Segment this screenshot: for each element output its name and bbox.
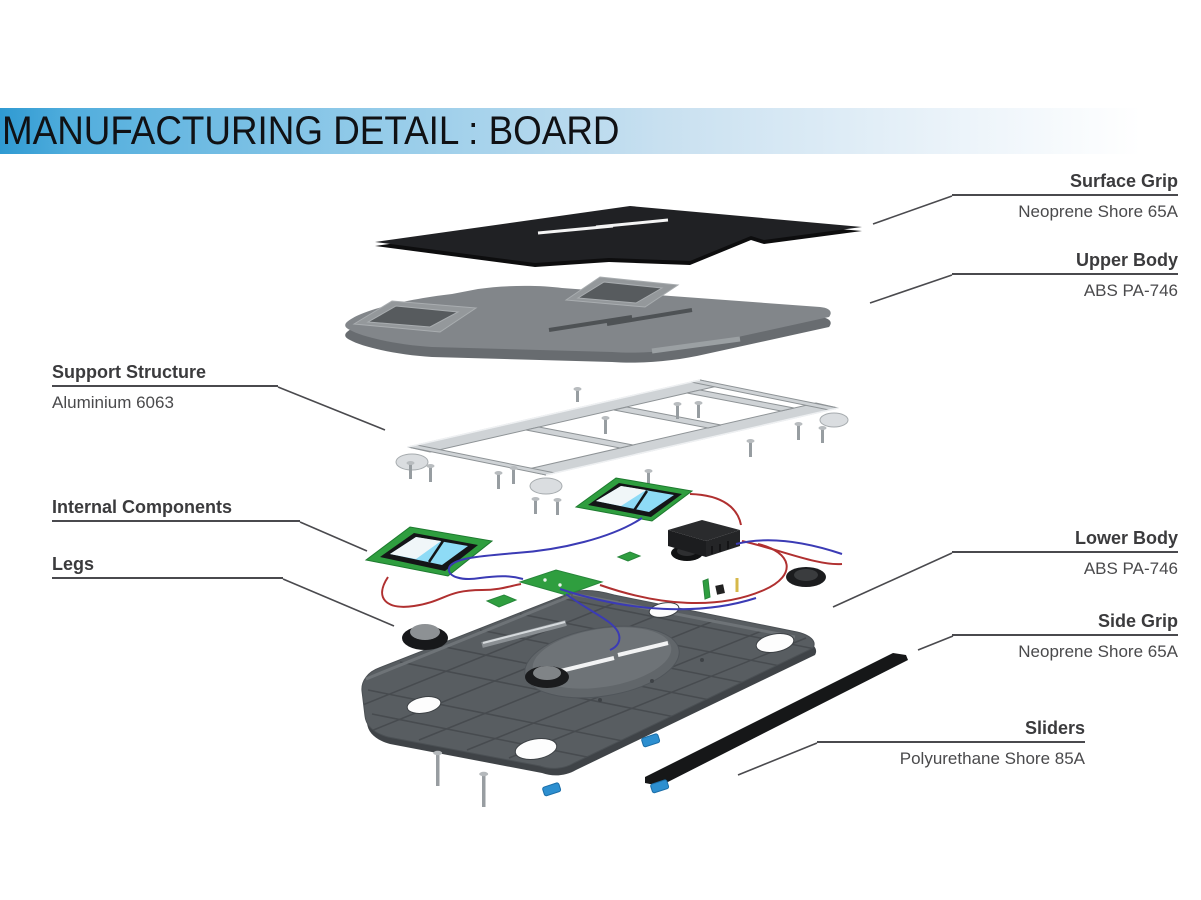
lcd-module: [364, 526, 494, 577]
upper-body-part: [345, 276, 831, 363]
frame-screws: [406, 387, 827, 515]
upper-body-groove: [651, 336, 741, 354]
legs-part: [402, 567, 826, 688]
speaker-box: [668, 520, 740, 561]
callout-label-legs: Legs: [52, 553, 283, 579]
callout-internal-components: Internal Components: [52, 496, 300, 527]
leader-lines: [277, 195, 954, 776]
leader-upper-body: [869, 274, 953, 304]
callout-label-surface-grip: Surface Grip: [952, 170, 1178, 196]
callout-label-side-grip: Side Grip: [952, 610, 1178, 636]
leader-legs: [282, 578, 395, 627]
leader-lower-body: [832, 552, 953, 608]
leader-side-grip: [917, 635, 954, 651]
callout-label-sliders: Sliders: [817, 717, 1085, 743]
callout-support-structure: Support Structure Aluminium 6063: [52, 361, 278, 414]
leader-surface-grip: [872, 195, 953, 225]
upper-body-scoop: [352, 276, 680, 333]
leader-sliders: [737, 742, 818, 776]
callout-sliders: Sliders Polyurethane Shore 85A: [817, 717, 1085, 770]
bottom-screws: [433, 750, 489, 807]
callout-material-upper-body: ABS PA-746: [1083, 281, 1178, 300]
callout-label-internal-components: Internal Components: [52, 496, 300, 522]
callout-material-sliders: Polyurethane Shore 85A: [899, 749, 1085, 768]
pcb-small: [485, 551, 711, 608]
internal-components-part: [364, 477, 843, 688]
callout-label-support-structure: Support Structure: [52, 361, 278, 387]
upper-body-shell: [345, 285, 831, 353]
callout-material-side-grip: Neoprene Shore 65A: [1018, 642, 1178, 661]
sliders-part: [542, 733, 670, 797]
callout-label-upper-body: Upper Body: [952, 249, 1178, 275]
title-band: MANUFACTURING DETAIL : BOARD: [0, 108, 1201, 154]
side-grip-part: [645, 653, 908, 786]
frame-foot: [395, 412, 849, 495]
callout-side-grip: Side Grip Neoprene Shore 65A: [952, 610, 1178, 663]
lcd-module: [574, 477, 694, 522]
surface-grip-sheet: [375, 206, 862, 263]
upper-body-slot: [606, 308, 693, 326]
leader-internal-components: [299, 521, 368, 552]
wires-blue: [447, 517, 843, 651]
callout-material-surface-grip: Neoprene Shore 65A: [1018, 202, 1178, 221]
lower-body-part: [361, 590, 817, 776]
callout-label-lower-body: Lower Body: [952, 527, 1178, 553]
component-chip: [715, 584, 725, 595]
callout-lower-body: Lower Body ABS PA-746: [952, 527, 1178, 580]
surface-grip-part: [375, 206, 862, 267]
callout-surface-grip: Surface Grip Neoprene Shore 65A: [952, 170, 1178, 223]
wires-red: [381, 493, 843, 608]
callout-upper-body: Upper Body ABS PA-746: [952, 249, 1178, 302]
support-structure-part: [395, 379, 849, 515]
callout-legs: Legs: [52, 553, 283, 584]
upper-body-slot: [548, 315, 633, 332]
callout-material-lower-body: ABS PA-746: [1083, 559, 1178, 578]
leader-support-structure: [277, 386, 386, 431]
callout-material-support-structure: Aluminium 6063: [52, 393, 174, 412]
surface-grip-slot: [595, 218, 669, 229]
lower-body-cutouts: [406, 602, 795, 761]
page-title: MANUFACTURING DETAIL : BOARD: [2, 109, 620, 153]
